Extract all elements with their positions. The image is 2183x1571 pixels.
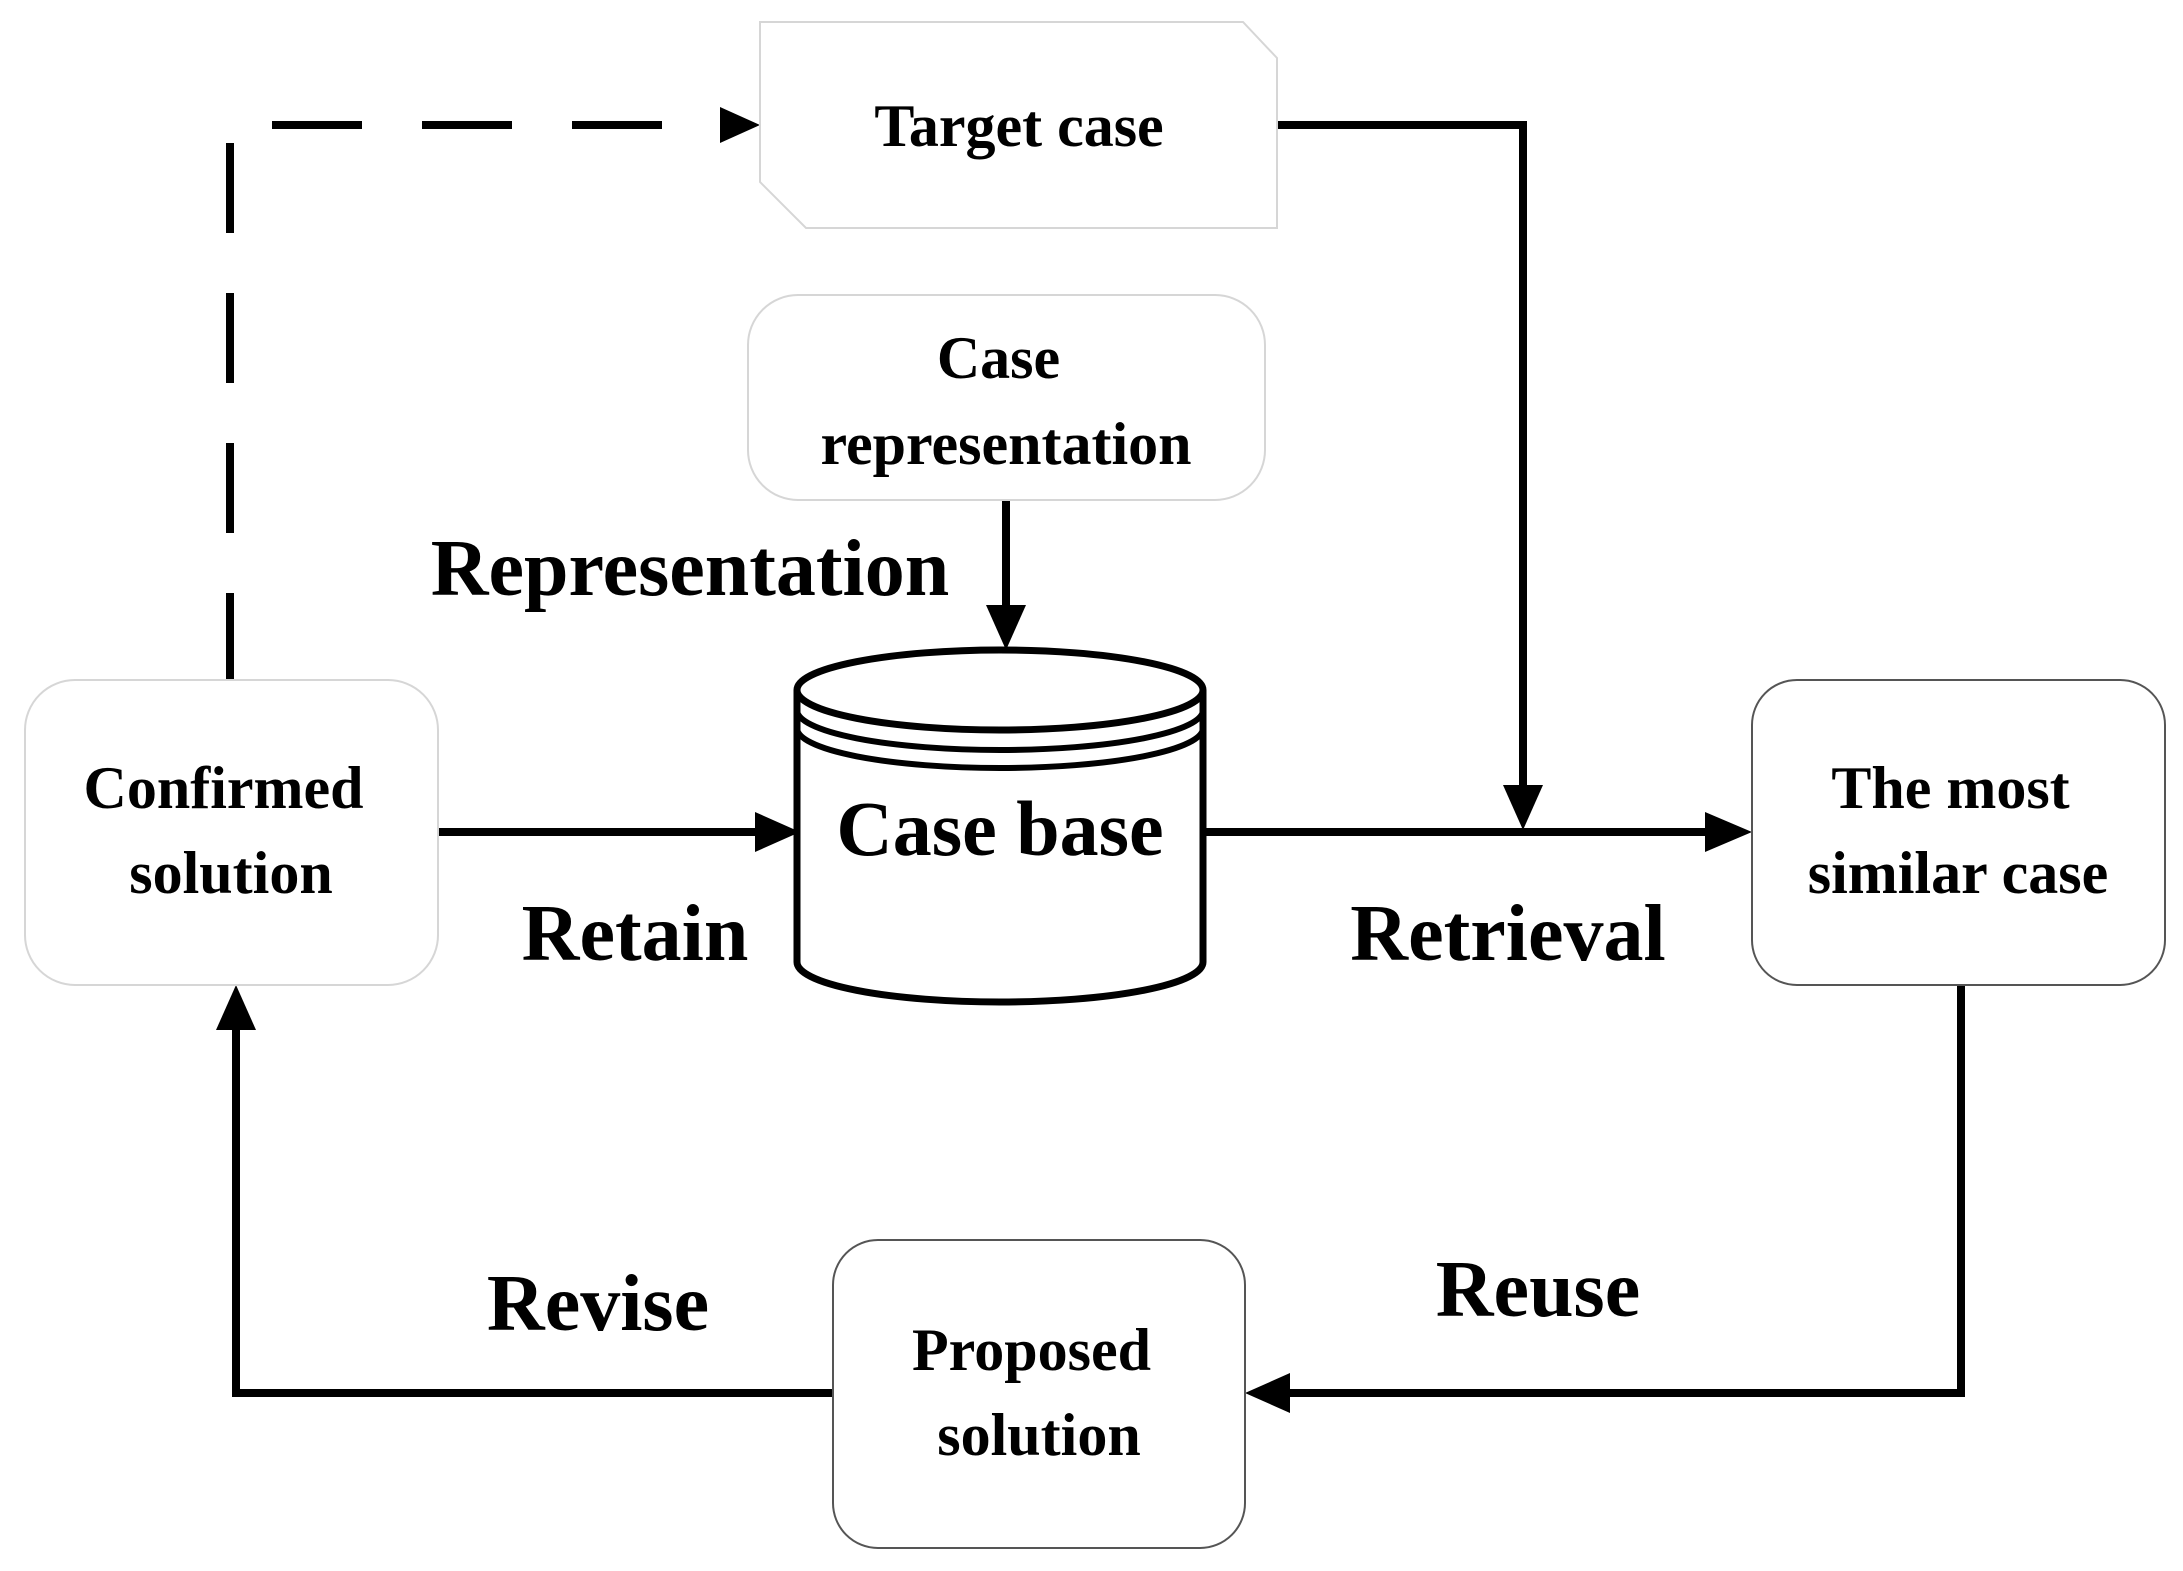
node-most-similar-case: The most similar case bbox=[1751, 679, 2166, 986]
retrieval-arrowhead bbox=[1705, 812, 1752, 852]
dashed-feedback-arrowhead bbox=[720, 107, 760, 143]
target-to-retrieval-arrowhead bbox=[1503, 785, 1543, 830]
edge-label-representation: Representation bbox=[431, 525, 949, 613]
case-base-cylinder-body bbox=[793, 690, 1207, 1006]
case-base-cylinder-top bbox=[793, 646, 1207, 734]
target-to-retrieval-connector bbox=[1275, 121, 1527, 790]
most-similar-case-label: The most similar case bbox=[1808, 755, 2109, 906]
node-case-representation: Case representation bbox=[747, 294, 1266, 501]
confirmed-solution-label: Confirmed solution bbox=[84, 755, 379, 906]
edge-label-retrieval: Retrieval bbox=[1350, 890, 1665, 978]
case-base-ring-2 bbox=[794, 727, 1206, 771]
node-target-case: Target case bbox=[759, 21, 1278, 229]
revise-connector bbox=[232, 1030, 835, 1397]
edge-labels: Representation Retain Retrieval Reuse Re… bbox=[431, 525, 1666, 1348]
node-proposed-solution: Proposed solution bbox=[832, 1239, 1246, 1549]
case-representation-box bbox=[747, 294, 1266, 501]
reuse-arrowhead bbox=[1245, 1373, 1290, 1413]
most-similar-case-box bbox=[1751, 679, 2166, 986]
representation-arrowhead bbox=[986, 605, 1026, 650]
dashed-feedback-connector bbox=[226, 121, 720, 683]
revise-arrowhead bbox=[216, 985, 256, 1030]
edge-label-revise: Revise bbox=[487, 1260, 709, 1348]
case-base-ring-1 bbox=[794, 709, 1206, 753]
target-case-label: Target case bbox=[874, 93, 1163, 159]
target-case-box bbox=[759, 21, 1278, 229]
node-confirmed-solution: Confirmed solution bbox=[24, 679, 439, 986]
reuse-connector bbox=[1285, 985, 1965, 1397]
case-representation-label: Case representation bbox=[820, 325, 1191, 477]
node-case-base: Case base bbox=[793, 646, 1207, 1006]
retain-arrowhead bbox=[755, 812, 800, 852]
connectors bbox=[216, 107, 1965, 1413]
case-base-label: Case base bbox=[836, 785, 1163, 872]
edge-label-reuse: Reuse bbox=[1436, 1246, 1640, 1334]
proposed-solution-label: Proposed solution bbox=[912, 1317, 1166, 1468]
edge-label-retain: Retain bbox=[522, 890, 749, 978]
proposed-solution-box bbox=[832, 1239, 1246, 1549]
confirmed-solution-box bbox=[24, 679, 439, 986]
